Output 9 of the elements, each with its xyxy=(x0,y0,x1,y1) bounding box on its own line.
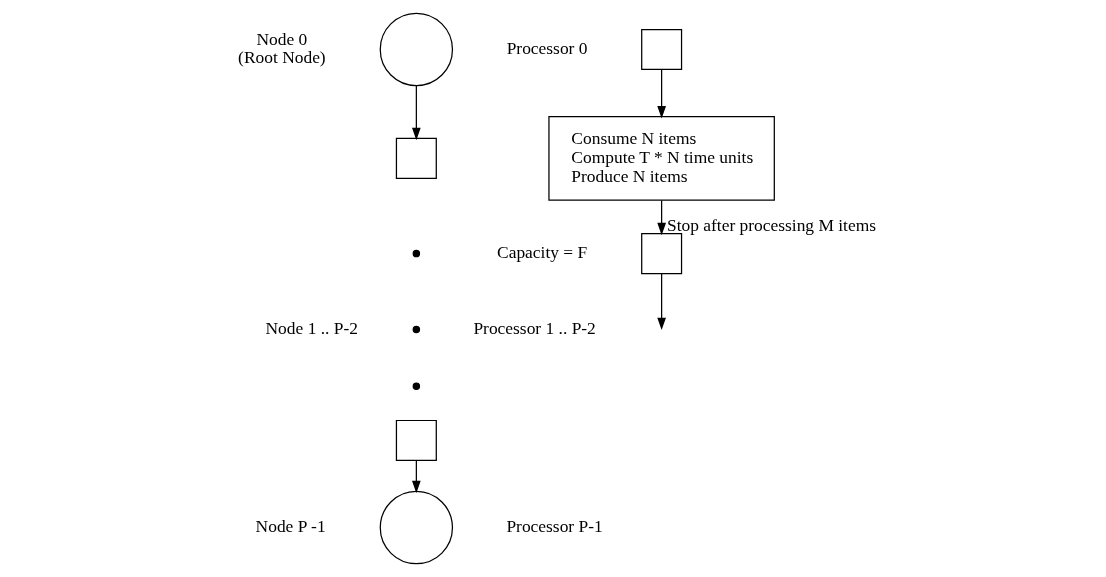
label: Node 1 .. P-2 xyxy=(265,318,358,339)
node-label: Node P -1 xyxy=(255,516,326,537)
node-label: (Root Node) xyxy=(238,47,326,68)
node-label: Processor 0 xyxy=(506,38,588,59)
node-label: Processor P-1 xyxy=(506,516,603,537)
label: Processor 1 .. P-2 xyxy=(473,318,596,339)
edge-label: Stop after processing M items xyxy=(666,215,877,236)
node-label: Capacity = F xyxy=(497,242,588,263)
node-label: Node 0 xyxy=(256,28,308,49)
